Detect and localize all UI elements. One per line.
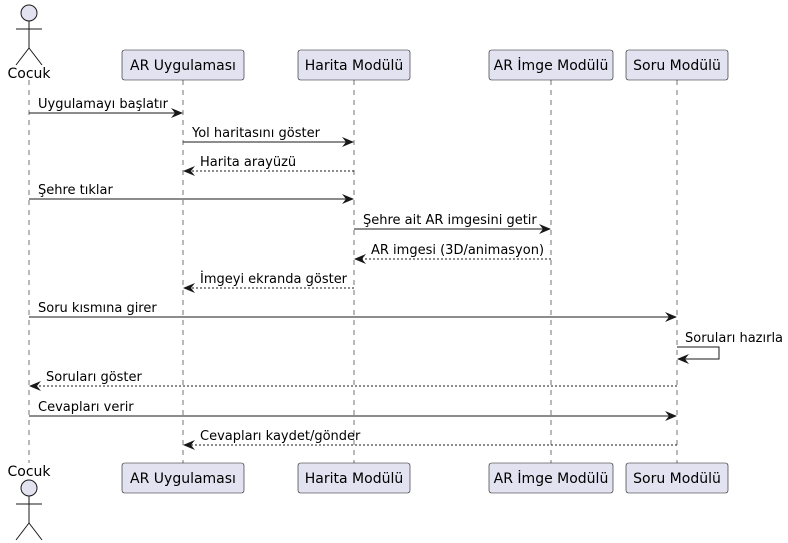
message-label: İmgeyi ekranda göster xyxy=(200,271,348,287)
message-3: Harita arayüzü xyxy=(183,155,354,176)
actor-leg-icon xyxy=(28,47,43,66)
participant-box-soru-top: Soru Modülü xyxy=(625,49,729,81)
message-12: Cevapları kaydet/gönder xyxy=(183,429,677,450)
actor-head-icon xyxy=(20,4,38,22)
participant-box xyxy=(625,49,729,81)
participant-box-harita-top: Harita Modülü xyxy=(297,49,411,81)
actor-head-icon xyxy=(20,479,38,497)
participant-label: AR Uygulaması xyxy=(130,58,236,74)
message-9: Soruları hazırla xyxy=(677,331,783,364)
actor-bottom xyxy=(15,479,43,541)
message-1: Uygulamayı başlatır xyxy=(29,97,183,118)
participant-box xyxy=(121,49,245,81)
participant-box-ar_imge-bottom: AR İmge Modülü xyxy=(488,462,614,494)
actor-name-top: Cocuk xyxy=(7,66,51,82)
message-10: Soruları göster xyxy=(29,370,677,391)
actor-leg-icon xyxy=(15,47,30,66)
participant-box xyxy=(297,49,411,81)
participant-box-soru-bottom: Soru Modülü xyxy=(625,462,729,494)
message-label: Soruları göster xyxy=(46,370,143,385)
participant-box xyxy=(297,462,411,494)
message-label: Soruları hazırla xyxy=(685,331,783,346)
participant-box-ar_app-bottom: AR Uygulaması xyxy=(121,462,245,494)
participant-box-ar_imge-top: AR İmge Modülü xyxy=(488,49,614,81)
message-8: Soru kısmına girer xyxy=(29,301,677,322)
participant-label: Soru Modülü xyxy=(633,58,721,74)
message-label: Cevapları verir xyxy=(38,400,134,415)
message-label: Şehre ait AR imgesini getir xyxy=(363,213,537,228)
actor-name-bottom: Cocuk xyxy=(7,464,51,480)
message-label: AR imgesi (3D/animasyon) xyxy=(371,243,544,258)
actor-leg-icon xyxy=(28,522,43,541)
participant-box-ar_app-top: AR Uygulaması xyxy=(121,49,245,81)
lifelines xyxy=(28,80,678,463)
message-label: Uygulamayı başlatır xyxy=(38,97,169,112)
participant-box xyxy=(488,462,614,494)
message-11: Cevapları verir xyxy=(29,400,677,421)
participant-label: AR Uygulaması xyxy=(130,471,236,487)
participant-label: Harita Modülü xyxy=(305,58,403,74)
actor-top xyxy=(15,4,43,66)
message-label: Harita arayüzü xyxy=(200,155,296,170)
participant-label: AR İmge Modülü xyxy=(494,56,609,74)
message-label: Şehre tıklar xyxy=(38,183,113,198)
message-7: İmgeyi ekranda göster xyxy=(183,271,354,293)
message-4: Şehre tıklar xyxy=(29,183,354,204)
message-label: Cevapları kaydet/gönder xyxy=(200,429,361,444)
participant-box xyxy=(121,462,245,494)
message-6: AR imgesi (3D/animasyon) xyxy=(354,243,551,264)
participant-label: Harita Modülü xyxy=(305,471,403,487)
participant-box xyxy=(488,49,614,81)
message-5: Şehre ait AR imgesini getir xyxy=(354,213,551,234)
actor-leg-icon xyxy=(15,522,30,541)
participant-box-harita-bottom: Harita Modülü xyxy=(297,462,411,494)
message-label: Soru kısmına girer xyxy=(38,301,157,316)
participant-label: Soru Modülü xyxy=(633,471,721,487)
message-2: Yol haritasını göster xyxy=(183,126,354,147)
participant-label: AR İmge Modülü xyxy=(494,469,609,487)
message-label: Yol haritasını göster xyxy=(191,126,321,141)
self-message-arrow xyxy=(677,346,720,364)
participant-box xyxy=(625,462,729,494)
